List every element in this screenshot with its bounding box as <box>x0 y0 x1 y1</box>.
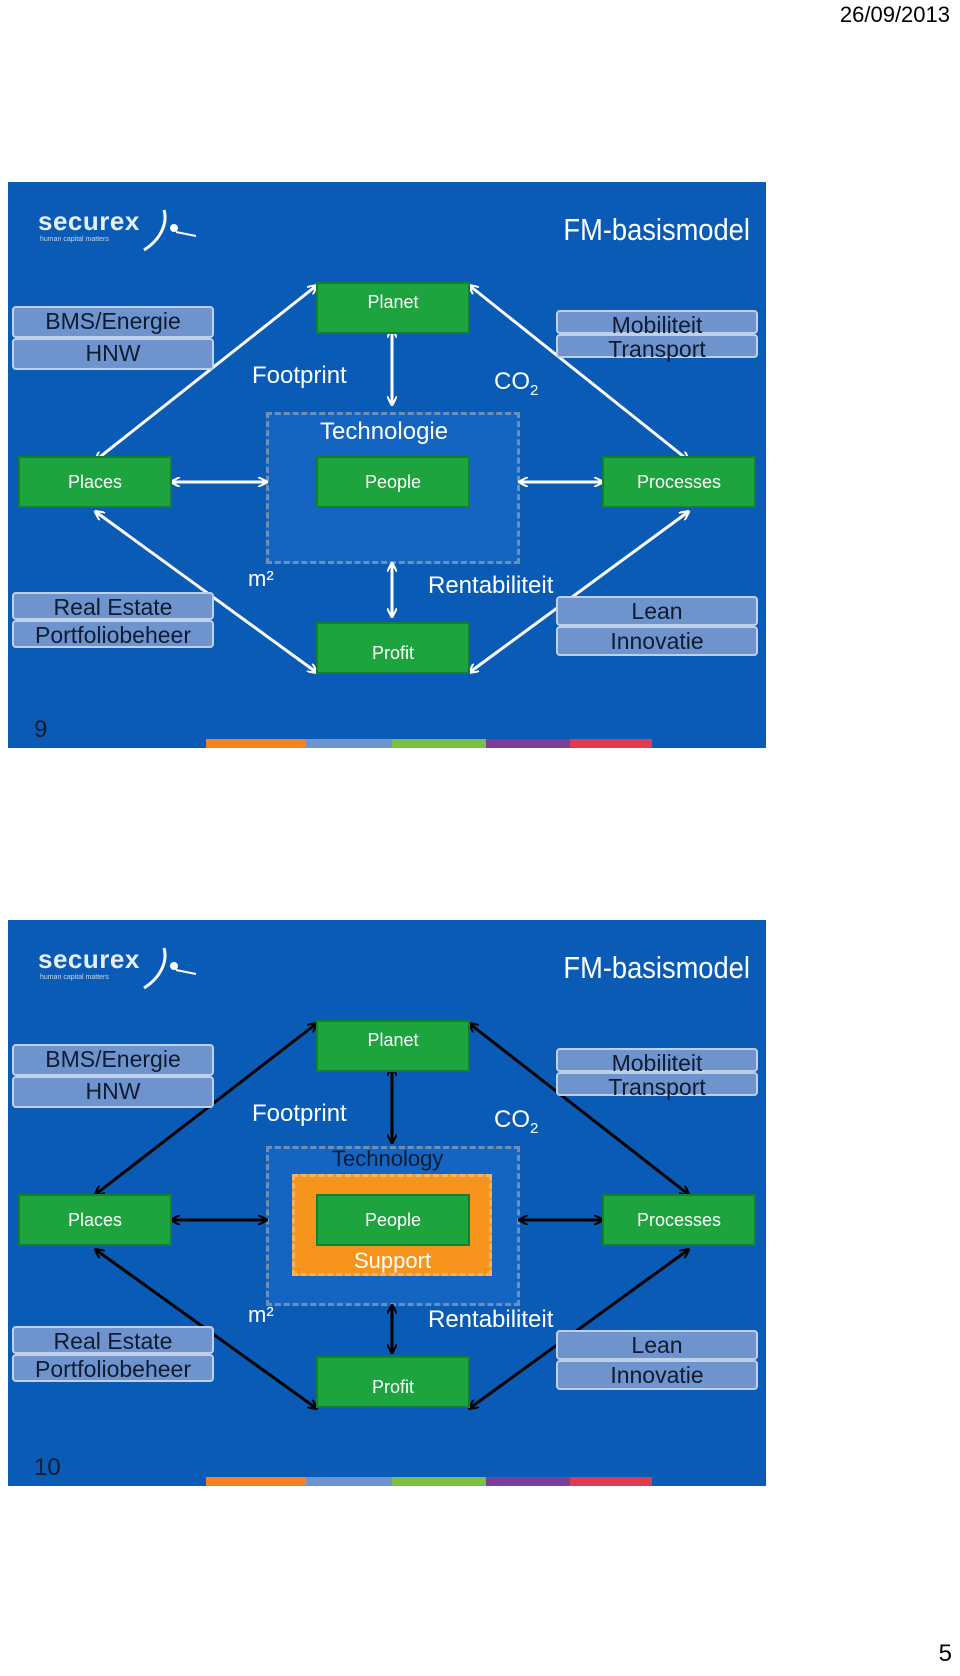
arrow-processes-profit <box>470 1250 688 1408</box>
tag-real-estate: Real Estate <box>12 592 214 620</box>
strip-segment <box>392 1477 486 1486</box>
slide-number: 9 <box>34 716 48 743</box>
arrow-processes-profit <box>470 512 688 672</box>
tag-portfoliobeheer: Portfoliobeheer <box>12 620 214 648</box>
logo-swoosh-icon <box>143 947 197 990</box>
tag-bms-energie: BMS/Energie <box>12 306 214 338</box>
label-m2: m² <box>248 1302 274 1327</box>
tag-lean: Lean <box>556 1330 758 1360</box>
strip-segment <box>206 739 306 748</box>
label-co2: CO2 <box>494 368 539 399</box>
tag-innovatie: Innovatie <box>556 626 758 656</box>
node-places: Places <box>18 456 172 508</box>
label-rentabiliteit: Rentabiliteit <box>428 572 554 599</box>
node-places: Places <box>18 1194 172 1246</box>
tag-hnw: HNW <box>12 338 214 370</box>
node-people: People <box>316 1194 470 1246</box>
slide-9: securex human capital matters FM-basismo… <box>8 182 766 748</box>
strip-segment <box>306 1477 392 1486</box>
node-processes: Processes <box>602 1194 756 1246</box>
node-planet: Planet <box>316 282 470 334</box>
strip-segment <box>570 739 652 748</box>
arrow-planet-places <box>96 286 316 460</box>
label-footprint: Footprint <box>252 362 347 389</box>
strip-segment <box>306 739 392 748</box>
slide-10: securex human capital matters FM-basismo… <box>8 920 766 1486</box>
strip-segment <box>128 739 206 748</box>
connector-arrows <box>8 182 766 748</box>
tag-lean: Lean <box>556 596 758 626</box>
technology-label: Technology <box>332 1146 444 1171</box>
logo-tagline: human capital matters <box>40 974 109 981</box>
node-profit: Profit <box>316 622 470 674</box>
label-co2: CO2 <box>494 1106 539 1137</box>
strip-segment <box>486 739 570 748</box>
label-rentabiliteit: Rentabiliteit <box>428 1306 554 1333</box>
arrow-planet-processes <box>470 286 688 460</box>
node-profit: Profit <box>316 1356 470 1408</box>
strip-segment <box>392 739 486 748</box>
strip-segment <box>570 1477 652 1486</box>
tag-transport: Transport <box>556 1072 758 1100</box>
securex-logo: securex human capital matters <box>38 944 197 994</box>
tag-real-estate: Real Estate <box>12 1326 214 1354</box>
tag-bms-energie: BMS/Energie <box>12 1044 214 1076</box>
page-date: 26/09/2013 <box>839 2 950 27</box>
logo-wordmark: securex <box>38 944 140 974</box>
support-label: Support <box>354 1248 432 1273</box>
strip-segment <box>486 1477 570 1486</box>
slide-title: FM-basismodel <box>563 212 750 247</box>
arrow-planet-processes <box>470 1024 688 1194</box>
tag-mobiliteit: Mobiliteit <box>556 310 758 338</box>
logo-swoosh-icon <box>143 209 197 252</box>
node-planet: Planet <box>316 1020 470 1072</box>
page-number: 5 <box>938 1640 952 1667</box>
securex-logo: securex human capital matters <box>38 206 197 256</box>
tag-mobiliteit: Mobiliteit <box>556 1048 758 1076</box>
tag-transport: Transport <box>556 334 758 362</box>
strip-segment <box>206 1477 306 1486</box>
node-people: People <box>316 456 470 508</box>
slide-title: FM-basismodel <box>563 950 750 985</box>
tag-innovatie: Innovatie <box>556 1360 758 1390</box>
tag-hnw: HNW <box>12 1076 214 1108</box>
label-footprint: Footprint <box>252 1100 347 1127</box>
strip-segment <box>128 1477 206 1486</box>
slide-number: 10 <box>34 1454 61 1481</box>
logo-tagline: human capital matters <box>40 236 109 243</box>
logo-wordmark: securex <box>38 206 140 236</box>
label-m2: m² <box>248 566 274 591</box>
arrow-planet-places <box>96 1024 316 1194</box>
technology-label: Technologie <box>320 418 449 445</box>
node-processes: Processes <box>602 456 756 508</box>
tag-portfoliobeheer: Portfoliobeheer <box>12 1354 214 1382</box>
